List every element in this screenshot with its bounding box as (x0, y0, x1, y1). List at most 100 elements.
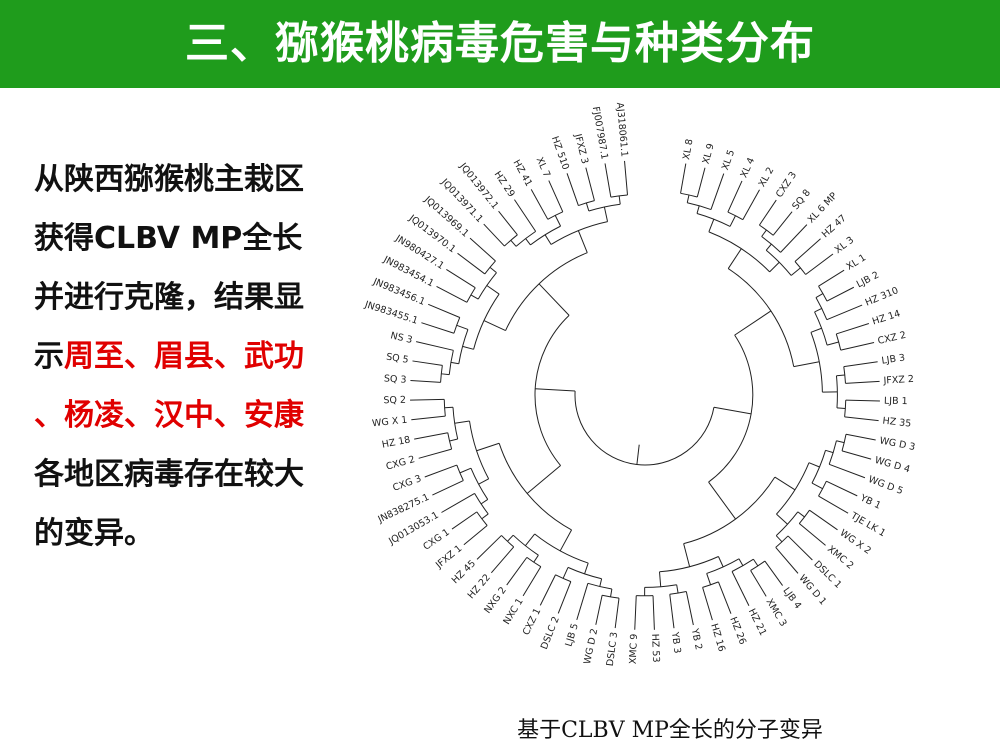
tree-arc (841, 434, 847, 452)
region-highlight: 周至、眉县、武功 (64, 339, 304, 374)
leaf-label: YB 3 (669, 631, 683, 655)
tree-branch (451, 511, 478, 530)
tree-arc (683, 476, 776, 545)
tree-arc (798, 509, 810, 524)
tree-branch (761, 229, 767, 237)
tree-branch (459, 467, 472, 474)
tree-branch (696, 167, 706, 198)
tree-branch (576, 583, 589, 621)
tree-branch (530, 189, 549, 220)
tree-branch (826, 341, 839, 346)
tree-arc (696, 213, 731, 227)
tree-branch (758, 199, 777, 226)
tree-branch (476, 442, 500, 452)
tree-branch (805, 253, 834, 275)
text-line: 从陕西猕猴桃主栽区 (34, 162, 304, 197)
tree-branch (676, 584, 679, 594)
tree-branch (603, 206, 609, 222)
tree-branch (750, 570, 767, 597)
text-line: 获得CLBV MP全长 (34, 221, 303, 256)
tree-branch (826, 480, 858, 497)
tree-branch (825, 449, 834, 454)
tree-branch (526, 465, 561, 494)
leaf-label: HZ 26 (727, 615, 748, 646)
tree-branch (577, 230, 588, 253)
leaf-label: XMC 2 (825, 544, 855, 572)
text-line: 各地区病毒存在较大 (34, 457, 304, 492)
tree-branch (522, 566, 542, 597)
tree-branch (559, 529, 573, 552)
leaf-label: LJB 4 (780, 586, 803, 612)
tree-branch (734, 310, 772, 336)
tree-branch (483, 320, 506, 332)
leaf-label: HZ 22 (466, 572, 493, 601)
tree-branch (486, 285, 500, 295)
leaf-label: SQ 2 (383, 395, 406, 406)
tree-branch (774, 476, 796, 491)
leaf-label: HZ 310 (864, 285, 900, 308)
tree-branch (539, 574, 556, 606)
tree-arc (469, 420, 490, 480)
leaf-label: WG D 3 (879, 435, 917, 453)
tree-branch (585, 202, 590, 212)
leaf-label: JFXZ 1 (433, 543, 464, 571)
tree-branch (410, 398, 445, 401)
tree-arc (775, 511, 799, 537)
leaf-label: XL 2 (757, 165, 777, 189)
tree-branch (836, 323, 870, 335)
tree-branch (686, 194, 690, 203)
tree-branch (618, 195, 621, 205)
leaf-label: HZ 29 (492, 169, 517, 199)
tree-branch (469, 237, 496, 262)
tree-arc (731, 558, 754, 572)
tree-branch (840, 341, 875, 351)
tree-branch (658, 571, 662, 587)
leaf-label: HZ 510 (549, 135, 571, 171)
tree-branch (652, 595, 655, 630)
tree-arc (574, 391, 715, 466)
leaf-label: SQ 3 (384, 373, 407, 385)
tree-branch (764, 560, 783, 586)
tree-branch (450, 361, 459, 365)
tree-arc (443, 399, 446, 417)
leaf-label: HZ 14 (871, 308, 902, 327)
tree-arc (456, 464, 464, 481)
tree-arc (587, 582, 612, 590)
tree-branch (454, 420, 470, 424)
tree-branch (713, 406, 752, 415)
tree-branch (544, 234, 552, 245)
tree-branch (794, 238, 821, 262)
tree-branch (844, 416, 879, 422)
leaf-label: WG D 5 (867, 474, 905, 497)
tree-arc (844, 400, 847, 417)
tree-branch (680, 163, 687, 194)
leaf-label: YB 2 (689, 627, 704, 651)
tree-branch (843, 361, 878, 368)
text-prefix: 示 (34, 339, 64, 374)
tree-branch (478, 478, 489, 485)
tree-branch (463, 525, 488, 546)
leaf-label: HZ 35 (882, 416, 912, 430)
tree-branch (557, 581, 572, 614)
leaf-label: JN983455.1 (362, 299, 419, 327)
tree-branch (815, 293, 824, 298)
tree-arc (644, 584, 677, 588)
text-line: 的变异。 (34, 516, 154, 551)
tree-arc (476, 511, 488, 526)
tree-branch (533, 554, 539, 563)
tree-branch (810, 327, 822, 333)
tree-branch (449, 438, 458, 442)
slide-title: 三、猕猴桃病毒危害与种类分布 (185, 18, 815, 69)
leaf-label: AJ318061.1 (614, 102, 630, 157)
tree-arc (458, 329, 469, 364)
tree-branch (814, 307, 822, 313)
tree-branch (470, 294, 479, 300)
leaf-label: XL 8 (681, 138, 695, 160)
tree-branch (753, 558, 759, 567)
tree-branch (717, 581, 732, 614)
tree-branch (706, 573, 712, 585)
tree-branch (826, 286, 855, 302)
tree-branch (444, 406, 454, 409)
tree-branch (584, 562, 589, 575)
tree-branch (432, 480, 464, 496)
